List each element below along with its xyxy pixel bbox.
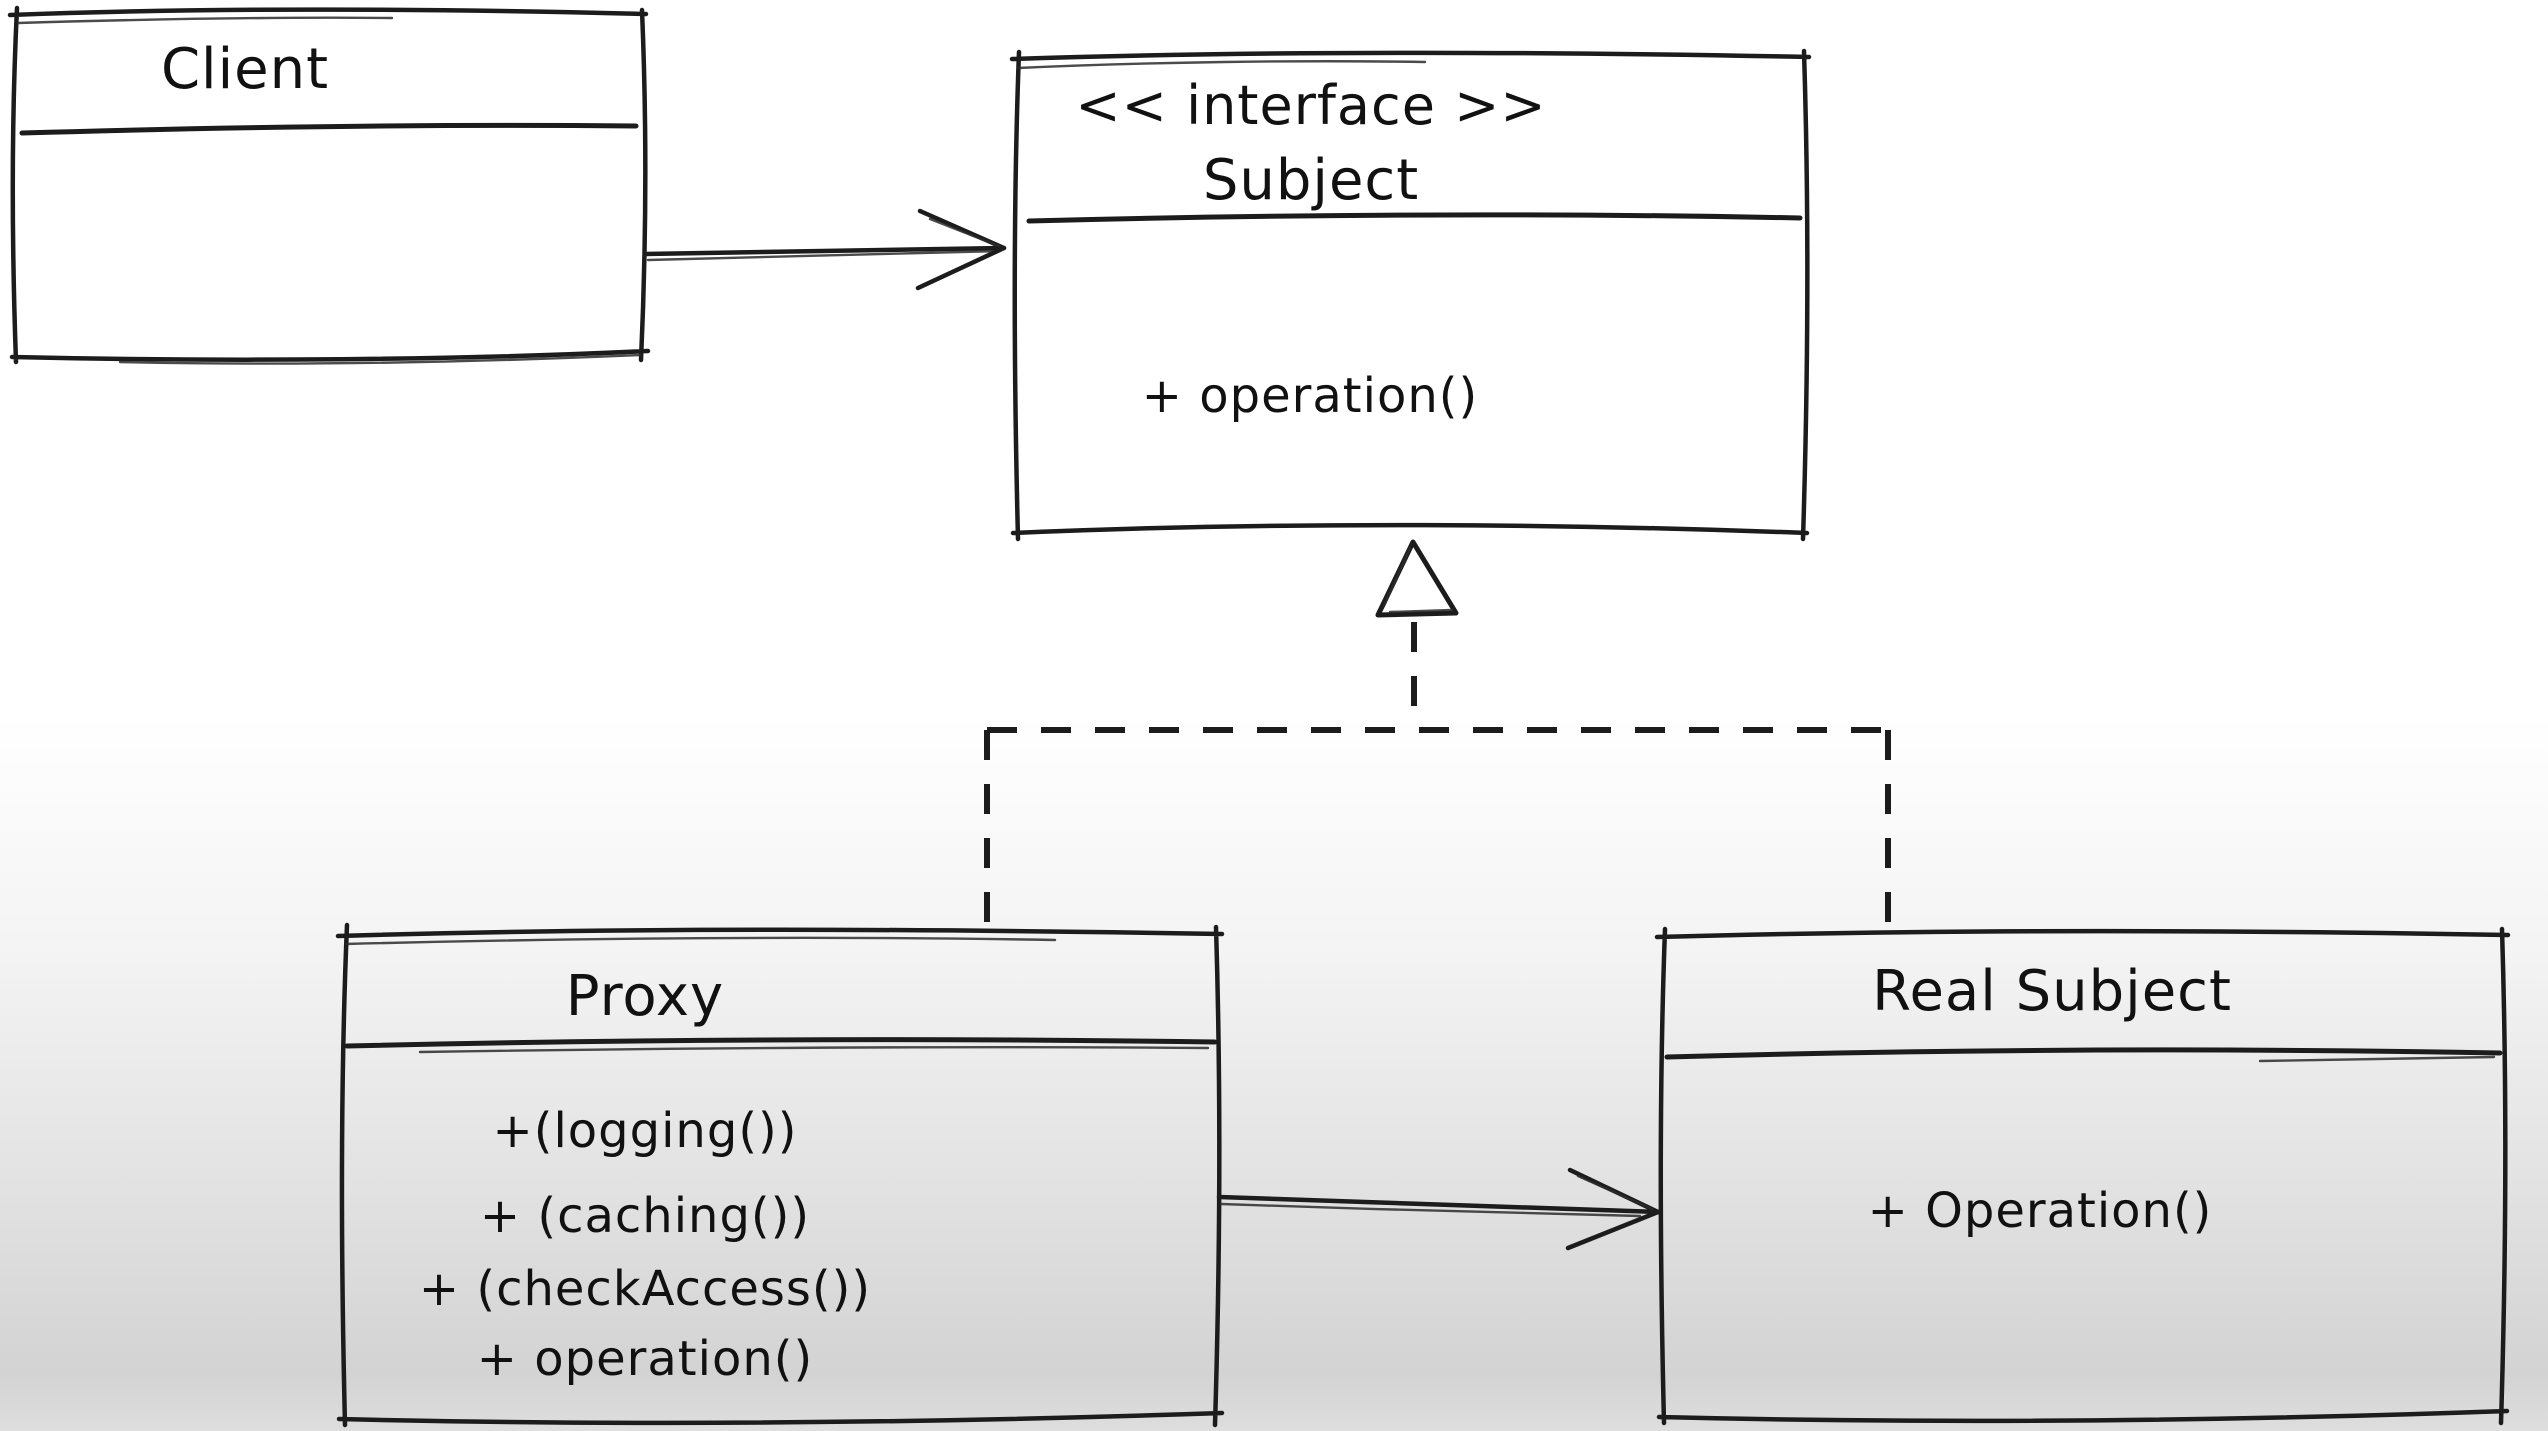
proxy-method-logging: +(logging()) — [493, 1103, 798, 1159]
client-to-subject-arrow-shaft — [642, 245, 1007, 257]
proxy-to-real-subject-arrow-shaft-overstroke — [1219, 1202, 1642, 1218]
client-box-overstroke — [16, 16, 642, 365]
inheritance-triangle-overstroke — [1382, 546, 1454, 614]
subject-title: Subject — [1203, 148, 1419, 213]
inheritance-triangle-icon — [1375, 539, 1459, 618]
proxy-box-divider — [344, 1037, 1218, 1049]
client-box-divider — [19, 122, 639, 136]
real-subject-title: Real Subject — [1872, 959, 2232, 1024]
proxy-box-border — [335, 922, 1225, 1428]
client-to-subject-arrow — [642, 208, 1007, 291]
subject-interface-box: << interface >> Subject + operation() — [1009, 48, 1812, 542]
real-subject-box-divider — [1664, 1047, 2503, 1060]
proxy-to-real-subject-arrow — [1216, 1167, 1661, 1251]
client-box-border — [7, 5, 651, 365]
proxy-class-box: Proxy +(logging()) + (caching()) + (chec… — [335, 922, 1225, 1428]
client-to-subject-arrowhead-overstroke — [928, 217, 1001, 248]
subject-box-divider — [1026, 212, 1803, 224]
proxy-to-real-subject-arrowhead-overstroke — [1576, 1174, 1654, 1211]
real-subject-box-border — [1654, 926, 2511, 1426]
subject-method-operation: + operation() — [1142, 368, 1478, 424]
client-class-box: Client — [7, 5, 651, 365]
subject-box-overstroke — [1016, 60, 1427, 70]
client-title: Client — [161, 37, 329, 102]
proxy-title: Proxy — [566, 964, 724, 1029]
real-subject-box-overstroke — [2258, 1055, 2496, 1063]
proxy-method-caching: + (caching()) — [480, 1188, 810, 1244]
proxy-box-overstroke — [344, 936, 1210, 1054]
real-subject-method-operation: + Operation() — [1868, 1183, 2213, 1239]
proxy-method-check-access: + (checkAccess()) — [419, 1261, 871, 1317]
subject-box-border — [1009, 48, 1812, 542]
realization-connector — [984, 539, 1891, 930]
proxy-to-real-subject-arrow-shaft — [1216, 1194, 1661, 1215]
proxy-method-operation: + operation() — [477, 1331, 813, 1387]
subject-stereotype: << interface >> — [1075, 74, 1546, 137]
client-to-subject-arrow-shaft-overstroke — [646, 249, 1002, 262]
real-subject-class-box: Real Subject + Operation() — [1654, 926, 2511, 1426]
